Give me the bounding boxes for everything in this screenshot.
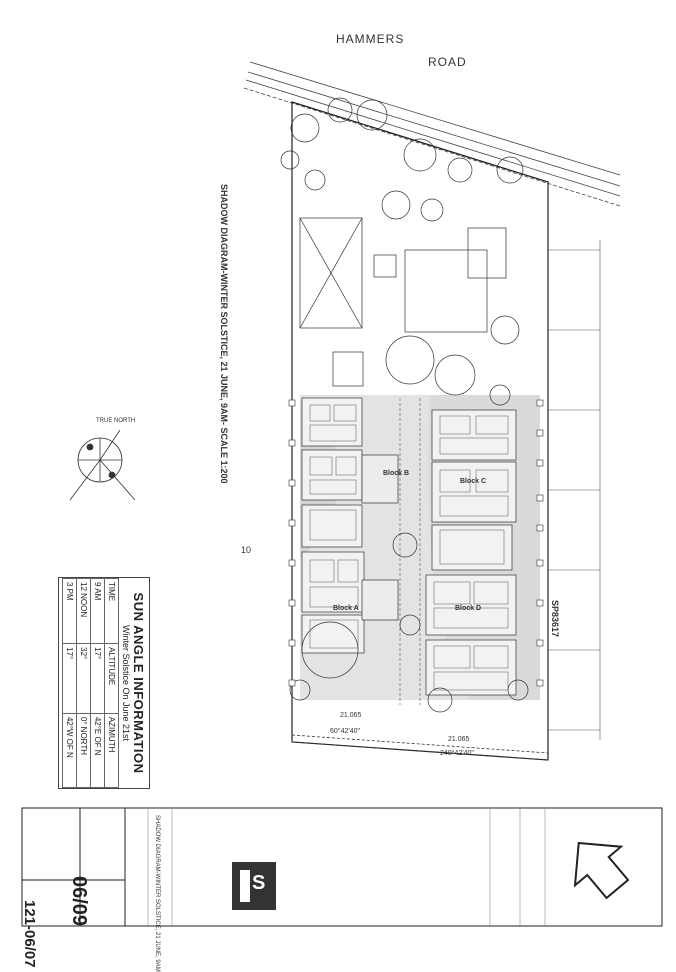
street-name-word1: HAMMERS xyxy=(336,32,405,46)
title-block-frame xyxy=(21,807,663,927)
road-edges xyxy=(243,61,621,207)
bearing-label-2: 240°42'40" xyxy=(440,750,474,757)
compass-rose xyxy=(69,429,136,501)
table-row: 12 NOON 32° 0° NORTH xyxy=(76,578,91,788)
title-block-rows xyxy=(147,808,546,926)
dimension-label-2: 21.065 xyxy=(448,736,470,743)
sun-angle-subtitle: Winter Solstice On June 21st xyxy=(121,624,131,742)
header-azimuth: AZIMUTH xyxy=(104,713,119,788)
sun-angle-title: SUN ANGLE INFORMATION xyxy=(131,592,146,774)
cell-altitude: 17° xyxy=(62,643,77,714)
cell-time: 3 PM xyxy=(62,578,77,644)
sp-number-label: SP83617 xyxy=(550,600,560,638)
area-label-block-a: Block A xyxy=(333,605,359,612)
existing-structures xyxy=(299,217,507,387)
dimension-label-1: 21.065 xyxy=(340,712,362,719)
buildings-right xyxy=(425,409,517,696)
drawing-name: SHADOW DIAGRAM-WINTER SOLSTICE, 21 JUNE,… xyxy=(154,815,160,972)
area-label-block-d: Block D xyxy=(455,605,482,612)
drawing-title: SHADOW DIAGRAM-WINTER SOLSTICE, 21 JUNE,… xyxy=(219,184,229,484)
trees xyxy=(280,97,529,713)
true-north-label: TRUE NORTH xyxy=(96,418,136,424)
buildings-left-inner xyxy=(309,404,359,649)
drawing-number: 121-06/07 xyxy=(21,900,38,968)
adjacent-lots xyxy=(548,240,601,740)
buildings-left-mid xyxy=(361,454,399,621)
sheet-number: 06/09 xyxy=(68,876,90,927)
cell-time: 9 AM xyxy=(90,578,105,644)
buildings-right-inner xyxy=(433,415,509,691)
lot-number-label: 10 xyxy=(241,545,252,555)
cell-azimuth: 0° NORTH xyxy=(76,713,91,788)
cell-azimuth: 42°W OF N xyxy=(62,713,77,788)
area-label-block-b: Block B xyxy=(383,470,410,477)
boundary-markers xyxy=(288,399,544,687)
bottom-boundary xyxy=(291,734,549,761)
street-name-word2: ROAD xyxy=(428,55,467,69)
company-logo-mark: S xyxy=(252,872,266,894)
header-time: TIME xyxy=(104,578,119,644)
arrow-logo xyxy=(573,841,630,900)
cell-altitude: 32° xyxy=(76,643,91,714)
table-row: 9 AM 17° 42°E OF N xyxy=(90,578,105,788)
table-row: 3 PM 17° 42°W OF N xyxy=(62,578,77,788)
cell-altitude: 17° xyxy=(90,643,105,714)
driveway xyxy=(399,398,421,705)
bearing-label-1: 60°42'40" xyxy=(330,728,360,735)
table-header-row: TIME ALTITUDE AZIMUTH xyxy=(104,578,119,788)
buildings-left xyxy=(301,397,365,654)
company-logo xyxy=(232,862,276,910)
header-altitude: ALTITUDE xyxy=(104,643,119,714)
area-label-block-c: Block C xyxy=(460,478,487,485)
sun-angle-table: SUN ANGLE INFORMATION Winter Solstice On… xyxy=(58,577,150,789)
cell-time: 12 NOON xyxy=(76,578,91,644)
cell-azimuth: 42°E OF N xyxy=(90,713,105,788)
sun-angle-grid: TIME ALTITUDE AZIMUTH 9 AM 17° 42°E OF N… xyxy=(62,578,119,788)
